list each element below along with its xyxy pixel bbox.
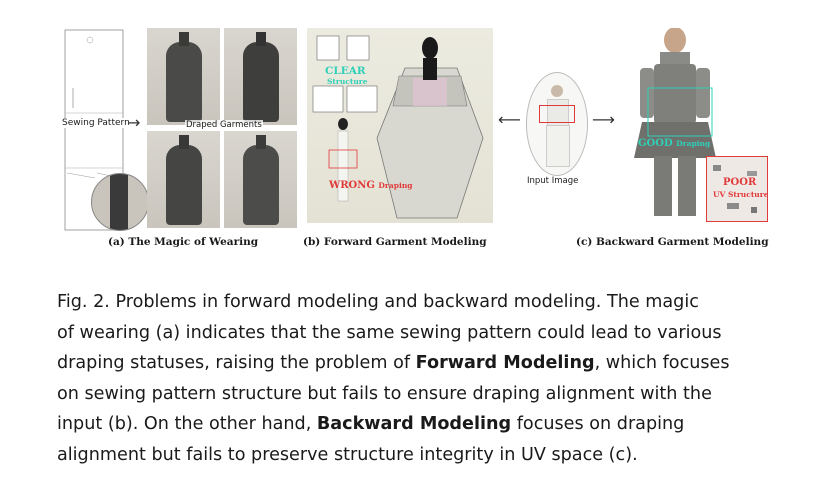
panel-a: Sewing Pattern → Draped Garments bbox=[55, 28, 305, 233]
backward-modeling-term: Backward Modeling bbox=[316, 414, 512, 434]
sewing-pattern-label: Sewing Pattern bbox=[61, 118, 131, 128]
draped-garment-photo-4 bbox=[224, 131, 297, 228]
arrow-left-icon: ⟵ bbox=[498, 110, 521, 129]
panel-b: CLEAR Structure WRONG Draping bbox=[307, 28, 493, 223]
caption-line-4: on sewing pattern structure but fails to… bbox=[57, 383, 712, 404]
pattern-zoom-circle bbox=[91, 173, 149, 231]
good-label: GOOD Draping bbox=[638, 138, 710, 149]
caption-line-5-pre: input (b). On the other hand, bbox=[57, 414, 317, 434]
uv-structure-label: UV Structure bbox=[713, 190, 768, 199]
draped-garment-photo-3 bbox=[147, 131, 220, 228]
draped-garment-photo-2 bbox=[224, 28, 297, 125]
good-text: GOOD bbox=[638, 138, 673, 149]
arrow-right-icon-2: ⟶ bbox=[592, 110, 615, 129]
subcaption-a: (a) The Magic of Wearing bbox=[108, 236, 259, 248]
uv-structure-inset: POOR UV Structure bbox=[706, 156, 768, 222]
input-image-label: Input Image bbox=[527, 176, 579, 186]
backward-garment-figure bbox=[634, 28, 716, 216]
subcaption-c: (c) Backward Garment Modeling bbox=[576, 236, 769, 248]
caption-line-3: draping statuses, raising the problem of… bbox=[57, 348, 787, 379]
figure-caption: Fig. 2. Problems in forward modeling and… bbox=[57, 287, 787, 470]
clear-label: CLEAR bbox=[325, 65, 366, 77]
subcaption-b: (b) Forward Garment Modeling bbox=[303, 236, 487, 248]
draped-garments-label: Draped Garments bbox=[185, 120, 263, 130]
wrong-text: WRONG bbox=[329, 180, 375, 191]
caption-line-5: input (b). On the other hand, Backward M… bbox=[57, 409, 787, 440]
good-draping-text: Draping bbox=[676, 139, 711, 148]
forward-modeling-term: Forward Modeling bbox=[415, 353, 595, 373]
input-image-ellipse bbox=[526, 72, 588, 176]
figure: Sewing Pattern → Draped Garments bbox=[55, 28, 775, 248]
draped-garment-photo-1 bbox=[147, 28, 220, 125]
arrow-right-icon: → bbox=[127, 113, 141, 132]
forward-garment-drawing bbox=[312, 35, 484, 219]
caption-line-2: of wearing (a) indicates that the same s… bbox=[57, 322, 722, 343]
structure-label: Structure bbox=[327, 77, 368, 86]
wrong-label: WRONG Draping bbox=[329, 180, 413, 191]
caption-line-3-post: , which focuses bbox=[594, 353, 730, 373]
poor-label: POOR bbox=[723, 177, 757, 188]
caption-line-3-pre: draping statuses, raising the problem of bbox=[57, 353, 416, 373]
caption-line-5-post: focuses on draping bbox=[511, 414, 685, 434]
panel-c: GOOD Draping POOR UV Structure bbox=[620, 28, 775, 223]
caption-line-1: Fig. 2. Problems in forward modeling and… bbox=[57, 292, 699, 312]
caption-line-6: alignment but fails to preserve structur… bbox=[57, 444, 638, 465]
wrong-draping-text: Draping bbox=[378, 181, 413, 190]
